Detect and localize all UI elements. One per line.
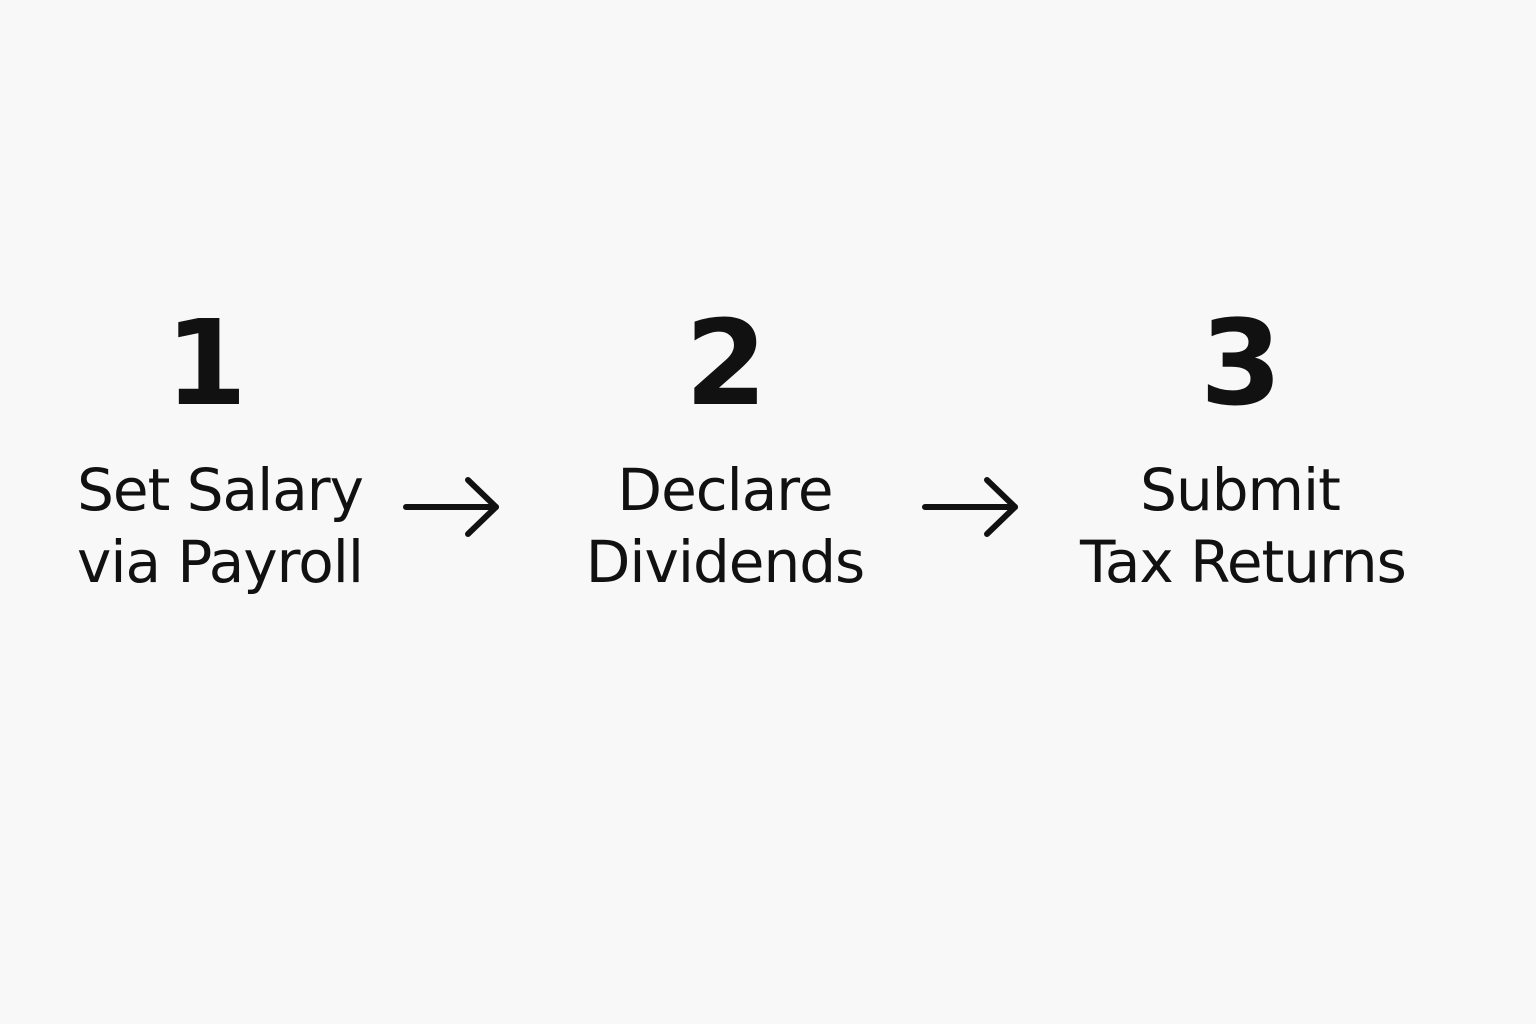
step-1: 1 Set Salary via Payroll: [60, 304, 380, 604]
step-label-line: Dividends: [585, 528, 866, 596]
step-label-line: Submit: [1140, 456, 1341, 524]
step-label-line: Tax Returns: [1080, 528, 1407, 596]
step-number: 2: [684, 294, 767, 432]
step-label-line: Set Salary: [77, 456, 364, 524]
right-arrow-icon: [922, 477, 1018, 537]
step-label: Set Salary via Payroll: [60, 454, 380, 598]
step-label: Declare Dividends: [565, 454, 885, 598]
step-label: Submit Tax Returns: [1080, 454, 1407, 598]
step-2: 2 Declare Dividends: [565, 304, 885, 604]
step-label-line: via Payroll: [77, 528, 364, 596]
step-number: 1: [164, 294, 247, 432]
step-number: 3: [1199, 294, 1282, 432]
step-label-line: Declare: [617, 456, 833, 524]
right-arrow-icon: [403, 477, 499, 537]
step-3: 3 Submit Tax Returns: [1080, 294, 1407, 604]
